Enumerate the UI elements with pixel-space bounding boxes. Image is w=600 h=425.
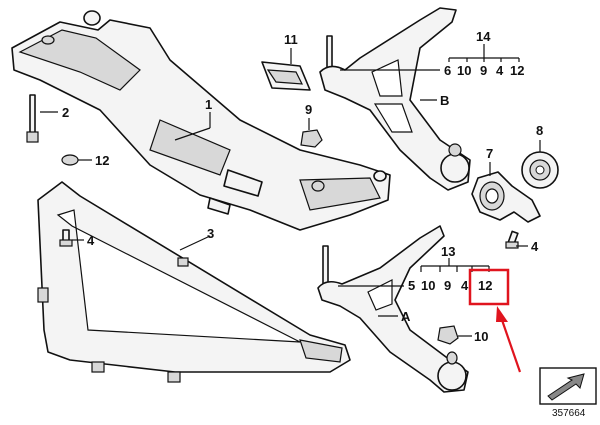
group-14-item-6: 6	[444, 63, 451, 78]
leader-lines	[40, 44, 541, 337]
bolt-part-4-right	[505, 230, 519, 249]
callout-A: A	[401, 309, 411, 324]
callout-9: 9	[305, 102, 312, 117]
nut-part-9	[300, 129, 323, 148]
strut-part-3	[37, 181, 351, 383]
group-14-item-9: 9	[480, 63, 487, 78]
group-13-head: 13	[441, 244, 455, 259]
callout-12-left: 12	[95, 153, 109, 168]
group-13-item-5: 5	[408, 278, 415, 293]
group-13-item-9: 9	[444, 278, 451, 293]
group-14-head: 14	[476, 29, 491, 44]
group-13-item-4: 4	[461, 278, 469, 293]
group-13-item-10: 10	[421, 278, 435, 293]
control-arm-A	[317, 225, 469, 393]
callout-4-left: 4	[87, 233, 95, 248]
control-arm-B	[319, 7, 471, 191]
callout-8: 8	[536, 123, 543, 138]
highlight-arrow	[496, 306, 522, 373]
bushing-part-8	[521, 151, 559, 189]
callout-10: 10	[474, 329, 488, 344]
callout-1: 1	[205, 97, 212, 112]
callout-B: B	[440, 93, 449, 108]
group-14-item-10: 10	[457, 63, 471, 78]
highlight-box	[468, 268, 510, 306]
bolt-part-4-left	[59, 229, 73, 247]
nut-part-10	[437, 325, 459, 345]
catalog-number: 357664	[552, 408, 586, 419]
subframe-part-1	[11, 10, 391, 231]
callout-2: 2	[62, 105, 69, 120]
group-13-item-12: 12	[478, 278, 492, 293]
nut-part-12-left	[61, 154, 79, 166]
callout-7: 7	[486, 146, 493, 161]
bracket-part-11	[261, 61, 311, 91]
bolt-part-2	[26, 94, 39, 143]
callout-3: 3	[207, 226, 214, 241]
catalog-arrow-icon	[539, 367, 597, 405]
group-14-item-4: 4	[496, 63, 504, 78]
group-14-item-12: 12	[510, 63, 524, 78]
bushing-part-7	[471, 171, 541, 223]
callout-4-right: 4	[531, 239, 539, 254]
callout-11: 11	[284, 32, 298, 47]
